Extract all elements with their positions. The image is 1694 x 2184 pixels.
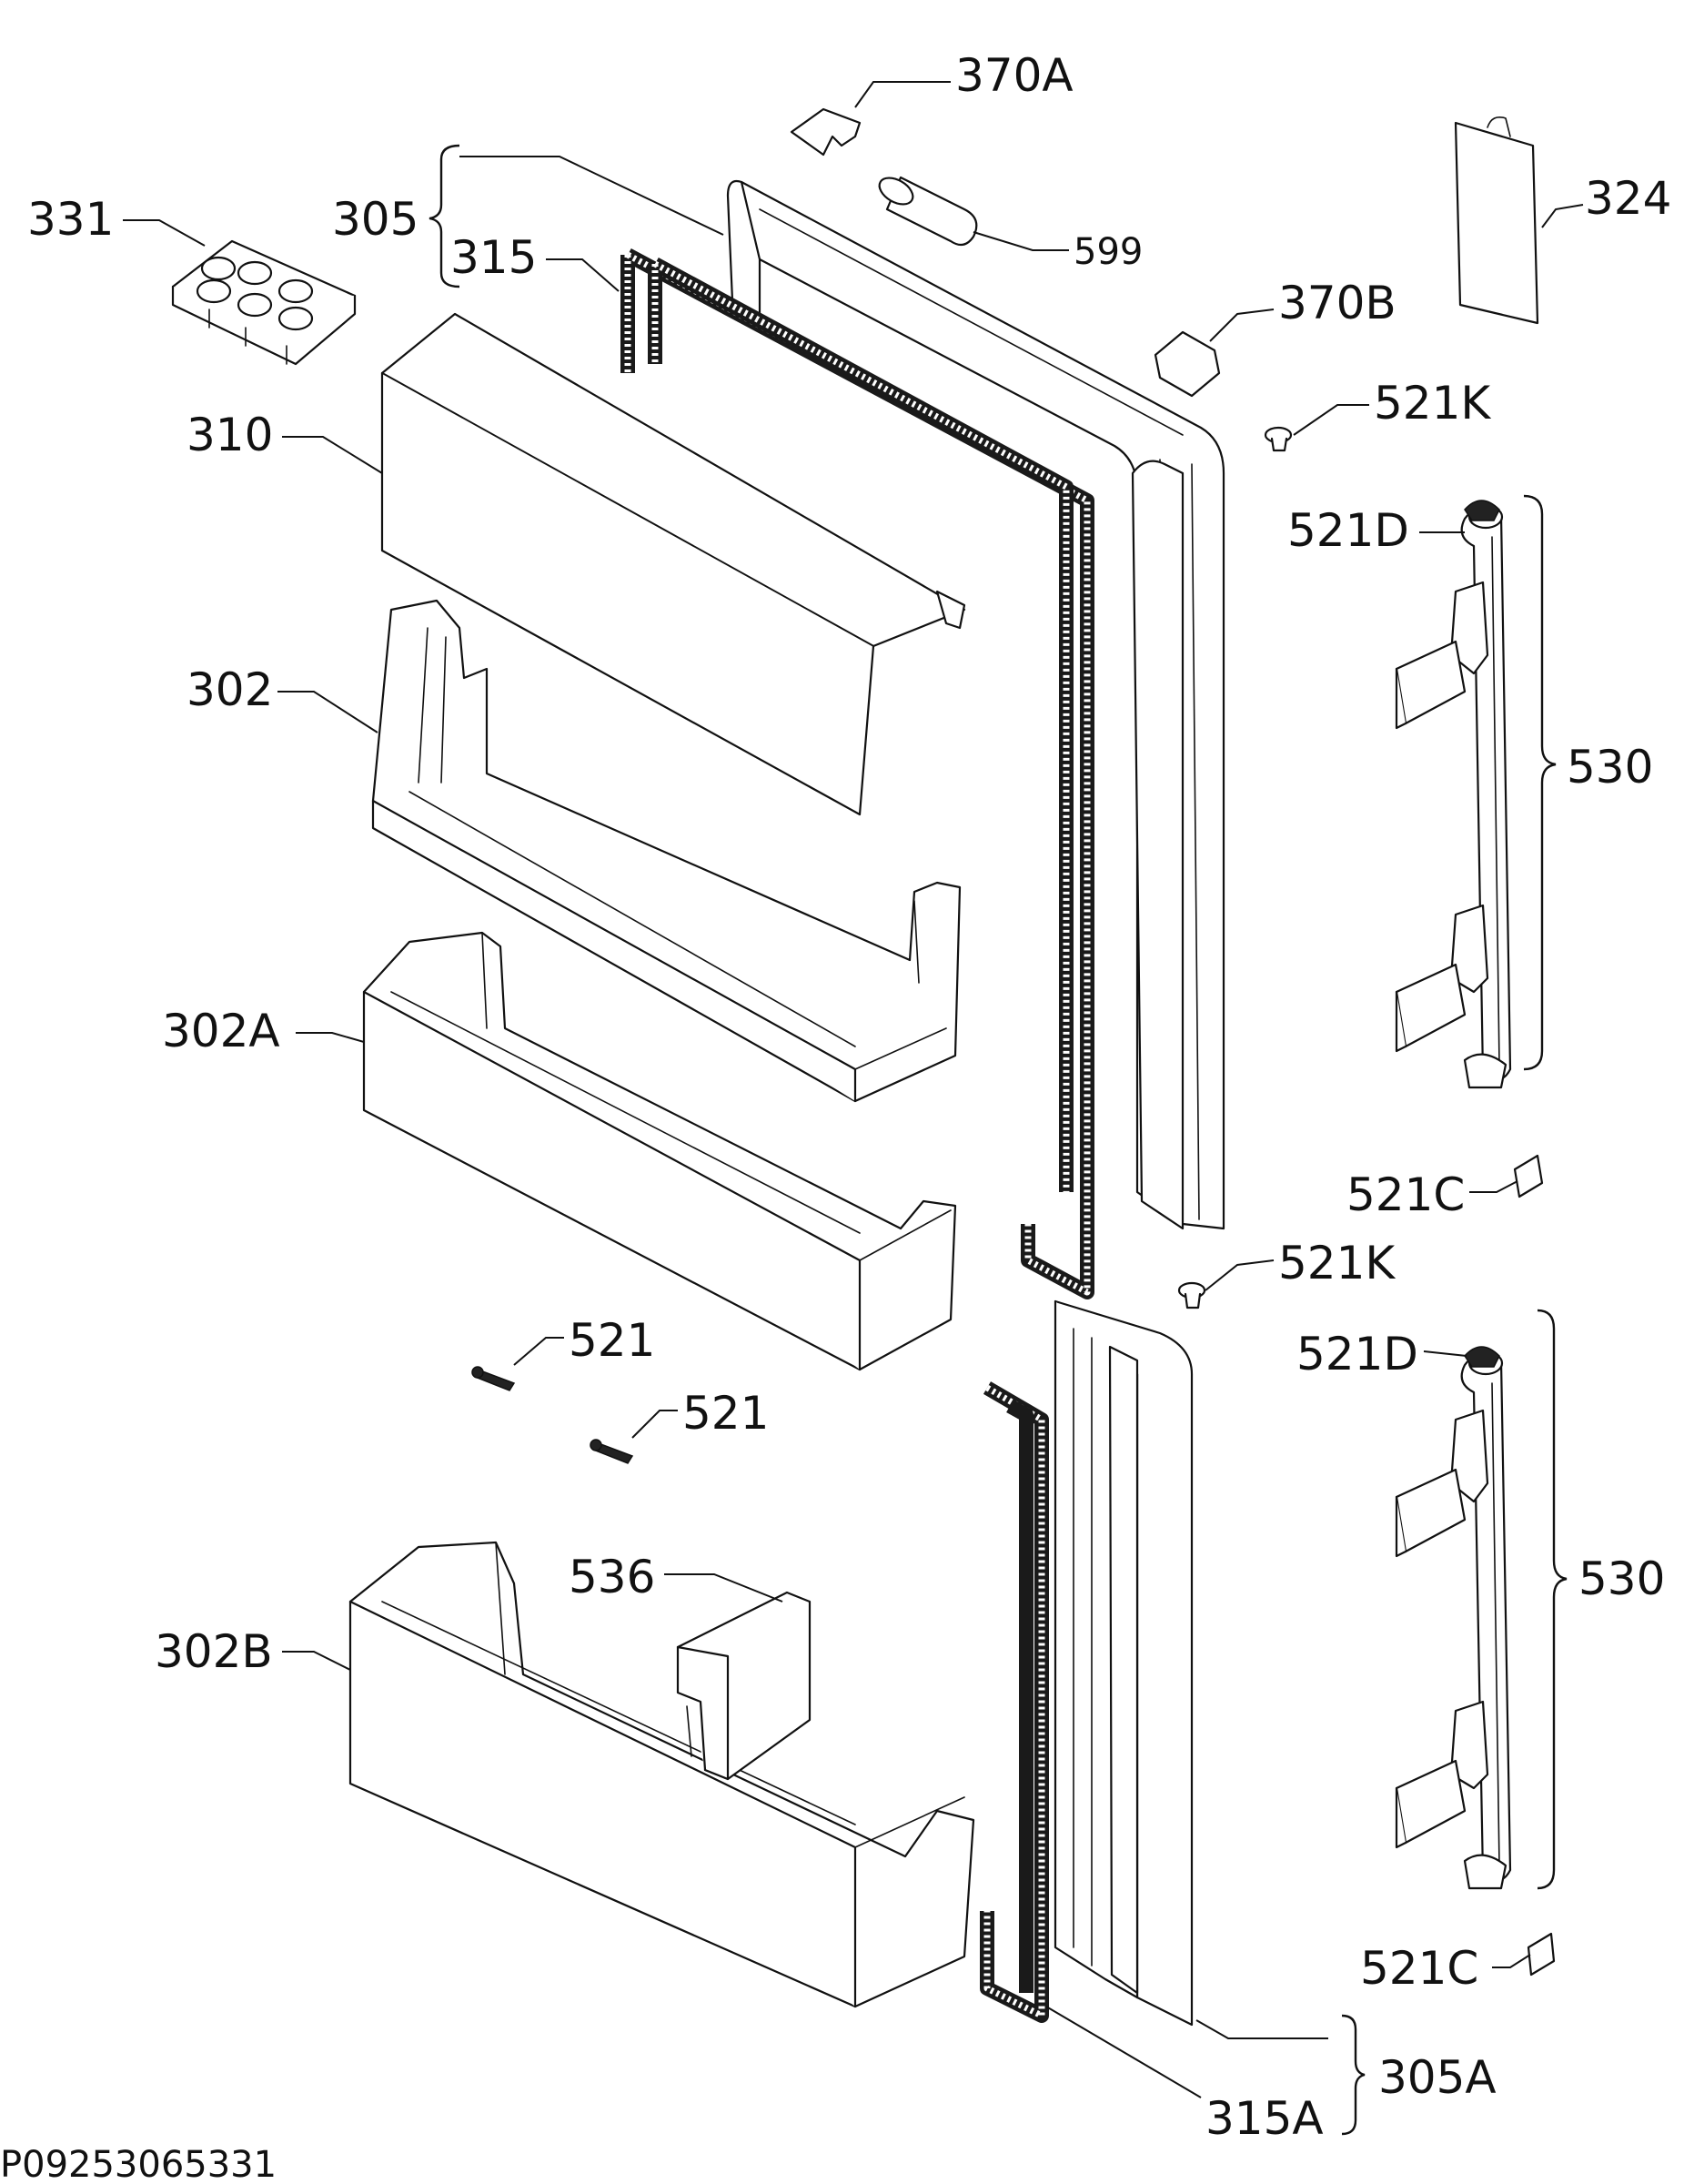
label-370a: 370A: [955, 49, 1074, 102]
label-305a: 305A: [1378, 2051, 1497, 2104]
label-536: 536: [569, 1551, 655, 1603]
leader-302a: [296, 1032, 365, 1043]
label-521-b: 521: [682, 1387, 769, 1440]
hinge-pin-521k-top: [1264, 426, 1293, 452]
screw-521-a: [471, 1366, 516, 1391]
label-521d-bottom: 521D: [1296, 1328, 1418, 1380]
label-530-bottom: 530: [1578, 1552, 1665, 1605]
lower-door-panel: [1054, 1299, 1194, 2027]
leader-302b: [282, 1651, 351, 1671]
label-310: 310: [187, 409, 273, 461]
label-331: 331: [27, 193, 114, 246]
bottle-holder-536: [676, 1591, 812, 1781]
label-521k-middle: 521K: [1278, 1237, 1396, 1289]
hinge-cover-370a: [790, 107, 862, 157]
label-370b: 370B: [1278, 277, 1397, 329]
label-302b: 302B: [155, 1625, 273, 1678]
leader-521d-bottom: [1423, 1350, 1467, 1357]
leader-305a: [1195, 2019, 1328, 2039]
leader-315: [546, 258, 620, 292]
leader-324: [1541, 204, 1584, 228]
door-shelf-302a: [362, 931, 957, 1371]
drawing-code: P09253065331: [0, 2144, 277, 2184]
hinge-pin-521k-middle: [1177, 1281, 1206, 1309]
door-handle-530-bottom: [1395, 1346, 1512, 1890]
label-302a: 302A: [162, 1005, 280, 1057]
leader-521k-top: [1293, 404, 1369, 436]
hinge-cover-370b: [1154, 330, 1221, 398]
label-521c-bottom: 521C: [1360, 1942, 1478, 1995]
label-305: 305: [332, 193, 418, 246]
clip-521c-bottom: [1527, 1932, 1556, 1977]
leader-521c-bottom: [1492, 1954, 1531, 1968]
label-521-a: 521: [569, 1314, 655, 1367]
label-324: 324: [1585, 172, 1671, 225]
lower-door-gasket: [980, 1381, 1049, 2023]
egg-tray: [171, 239, 357, 366]
screw-521-b: [590, 1439, 634, 1464]
label-599: 599: [1074, 231, 1143, 273]
label-302: 302: [187, 663, 273, 716]
door-shelf-302: [371, 599, 962, 1103]
bracket-530-top: [1523, 494, 1557, 1071]
bracket-305a: [1341, 2014, 1366, 2136]
bracket-530-bottom: [1537, 1309, 1568, 1890]
bracket-305: [429, 144, 460, 288]
label-521d-top: 521D: [1287, 504, 1409, 557]
door-handle-530-top: [1395, 500, 1512, 1089]
leader-305: [459, 156, 724, 236]
label-530-top: 530: [1567, 741, 1653, 794]
cover-plate-324: [1454, 116, 1539, 325]
upper-door-panel: [726, 179, 1225, 1230]
leader-521-b: [631, 1410, 678, 1439]
leader-331: [123, 219, 206, 247]
cylinder-part-599: [878, 176, 978, 247]
leader-315a: [1045, 2006, 1202, 2098]
leader-370a: [854, 81, 951, 108]
label-521k-top: 521K: [1374, 377, 1491, 430]
leader-302: [277, 691, 378, 733]
upper-door-gasket: [620, 248, 1094, 1299]
label-315: 315: [450, 231, 537, 284]
leader-521k-middle: [1205, 1259, 1275, 1291]
shelf-lid-310: [380, 312, 966, 816]
clip-521c-top: [1513, 1154, 1544, 1198]
leader-536: [664, 1573, 783, 1603]
leader-310: [282, 436, 383, 474]
leader-599: [973, 231, 1069, 251]
leader-521-a: [513, 1337, 564, 1366]
label-315a: 315A: [1205, 2092, 1324, 2145]
leader-370b: [1209, 308, 1275, 342]
leader-521c-top: [1469, 1180, 1518, 1193]
door-shelf-302b: [348, 1541, 975, 2008]
label-521c-top: 521C: [1346, 1168, 1465, 1221]
